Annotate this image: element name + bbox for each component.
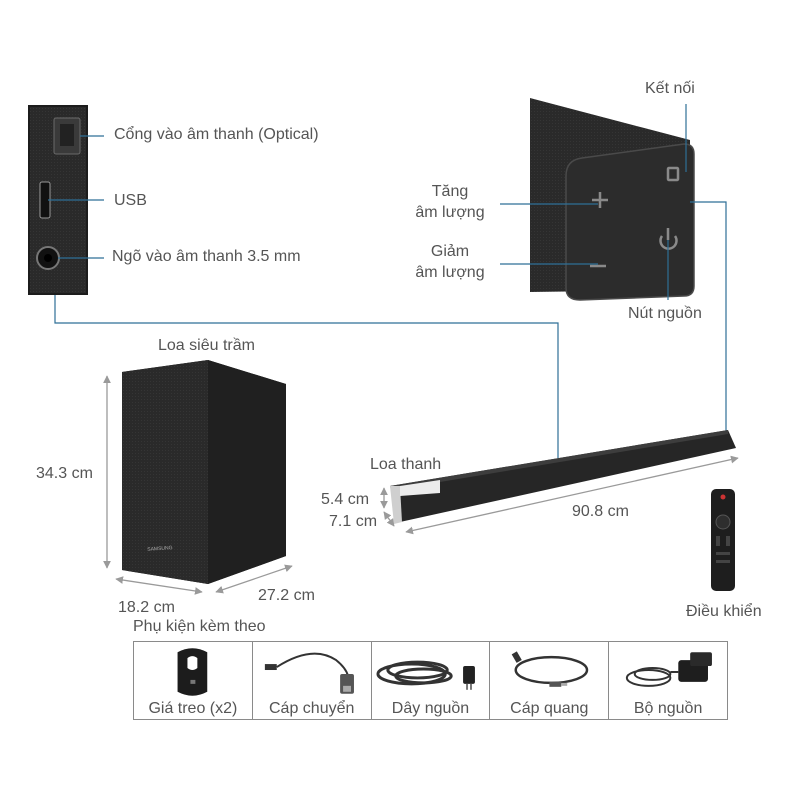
port-leader-lines bbox=[48, 135, 559, 458]
optical-in-label: Cổng vào âm thanh (Optical) bbox=[114, 126, 319, 143]
connect-label: Kết nối bbox=[645, 80, 695, 97]
volume-down-label: Giảm âm lượng bbox=[408, 242, 492, 284]
accessory-label: Giá treo (x2) bbox=[148, 700, 238, 717]
volume-up-label: Tăng âm lượng bbox=[408, 182, 492, 224]
soundbar-depth-label: 7.1 cm bbox=[329, 513, 378, 530]
accessory-item: Cáp chuyển bbox=[253, 642, 372, 719]
brand-logo: SAMSUNG bbox=[147, 545, 173, 553]
aux-in-label: Ngõ vào âm thanh 3.5 mm bbox=[112, 248, 301, 265]
subwoofer: SAMSUNG bbox=[122, 360, 286, 584]
accessory-label: Bộ nguồn bbox=[633, 700, 703, 717]
accessory-item: Giá treo (x2) bbox=[134, 642, 253, 719]
accessory-item: Bộ nguồn bbox=[609, 642, 727, 719]
accessories-title: Phụ kiện kèm theo bbox=[133, 618, 266, 635]
soundbar-closeup bbox=[530, 98, 695, 301]
soundbar-height-label: 5.4 cm bbox=[321, 491, 370, 508]
volume-up-line-2: âm lượng bbox=[415, 203, 485, 221]
usb-label: USB bbox=[114, 192, 147, 209]
optical-cable-icon bbox=[512, 651, 589, 687]
soundbar-dimension-lines bbox=[380, 455, 739, 535]
volume-down-line-2: âm lượng bbox=[415, 263, 485, 281]
subwoofer-height-label: 34.3 cm bbox=[36, 465, 93, 482]
subwoofer-dimension-lines bbox=[103, 375, 293, 595]
wall-mount-icon bbox=[177, 648, 208, 696]
accessory-label: Dây nguồn bbox=[391, 700, 470, 717]
subwoofer-depth-label: 27.2 cm bbox=[258, 587, 315, 604]
accessory-item: Dây nguồn bbox=[372, 642, 491, 719]
accessory-label: Cáp quang bbox=[510, 700, 589, 717]
power-button-label: Nút nguồn bbox=[628, 305, 702, 322]
volume-up-line-1: Tăng bbox=[431, 183, 469, 200]
soundbar-label: Loa thanh bbox=[370, 456, 442, 473]
remote-control bbox=[711, 489, 735, 591]
power-adapter-icon bbox=[626, 652, 713, 687]
adapter-cable-icon bbox=[264, 652, 354, 694]
accessory-label: Cáp chuyển bbox=[269, 700, 355, 717]
accessories-table: Giá treo (x2) Cáp chuyển Dây nguồn Cáp q… bbox=[133, 641, 728, 720]
subwoofer-label: Loa siêu trầm bbox=[158, 337, 255, 354]
accessory-item: Cáp quang bbox=[490, 642, 610, 719]
subwoofer-width-label: 18.2 cm bbox=[118, 599, 175, 616]
volume-down-line-1: Giảm bbox=[430, 243, 470, 260]
button-leader-lines bbox=[500, 104, 727, 432]
remote-label: Điều khiển bbox=[686, 603, 762, 620]
soundbar bbox=[390, 430, 736, 524]
soundbar-length-label: 90.8 cm bbox=[572, 503, 629, 520]
power-cord-icon bbox=[376, 660, 475, 690]
